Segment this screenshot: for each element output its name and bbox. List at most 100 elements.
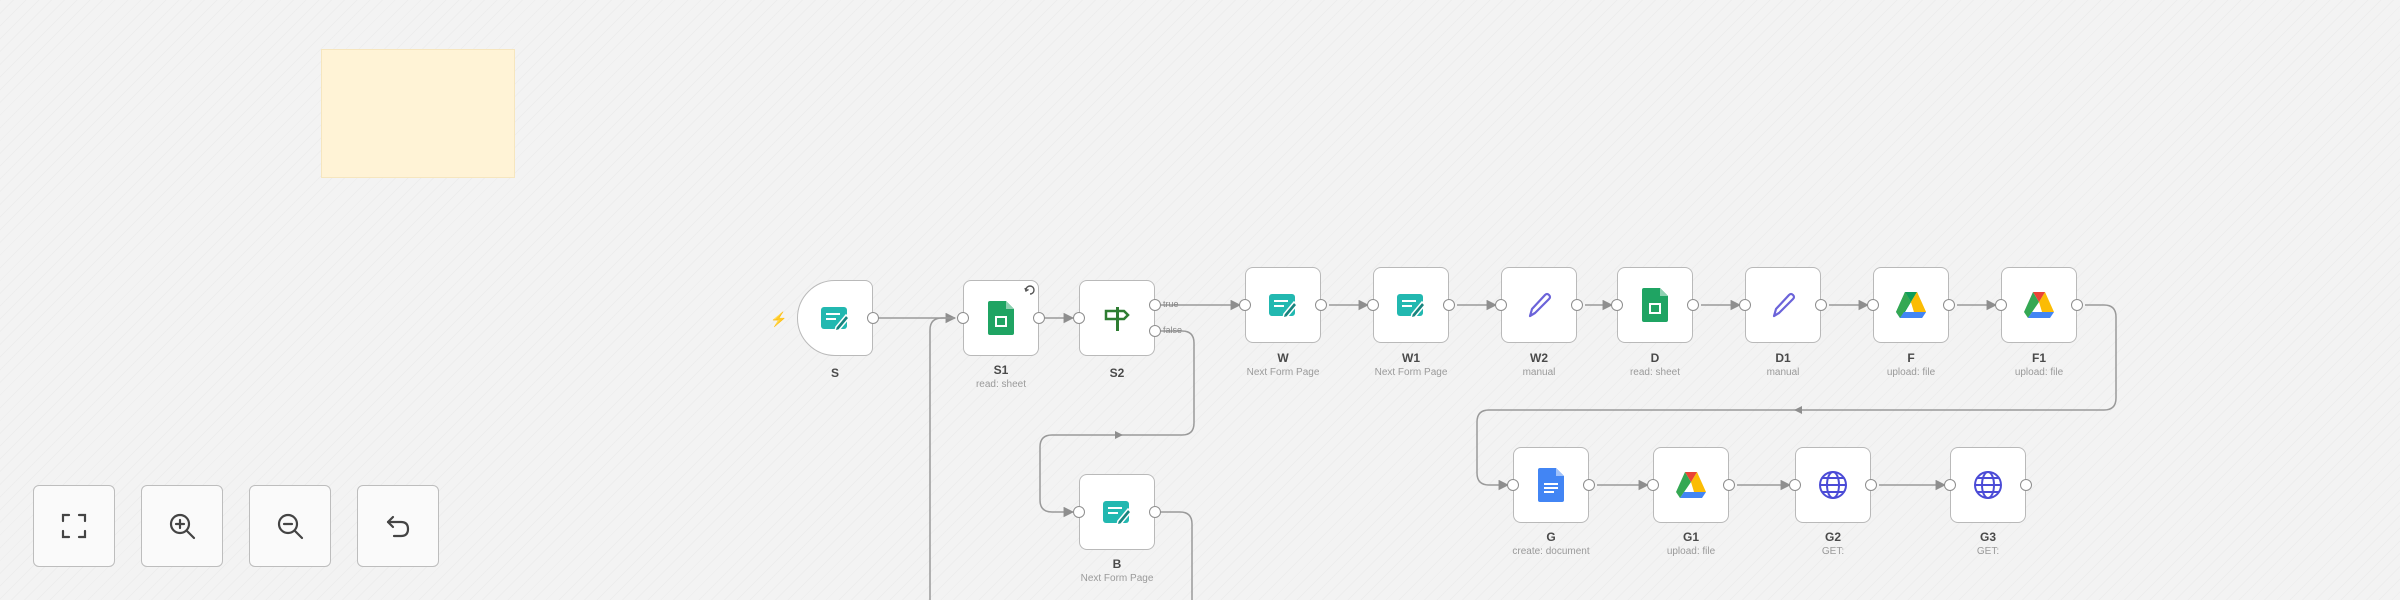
output-handle[interactable] <box>1687 299 1699 311</box>
input-handle[interactable] <box>1867 299 1879 311</box>
google-drive-icon <box>1891 285 1931 325</box>
input-handle[interactable] <box>1647 479 1659 491</box>
form-icon <box>1097 492 1137 532</box>
node-subtitle: upload: file <box>1666 546 1716 557</box>
input-handle[interactable] <box>1739 299 1751 311</box>
output-handle-true[interactable] <box>1149 299 1161 311</box>
node-g1[interactable] <box>1653 447 1729 523</box>
node-f1-label: F1 upload: file <box>1969 351 2109 379</box>
node-d1[interactable] <box>1745 267 1821 343</box>
branch-label-true: true <box>1163 299 1179 309</box>
node-name: W2 <box>1530 351 1548 365</box>
node-b-label: B Next Form Page <box>1047 557 1187 585</box>
globe-icon <box>1813 465 1853 505</box>
node-w1-label: W1 Next Form Page <box>1341 351 1481 379</box>
node-name: B <box>1112 557 1122 571</box>
node-d[interactable] <box>1617 267 1693 343</box>
output-handle[interactable] <box>867 312 879 324</box>
node-w[interactable] <box>1245 267 1321 343</box>
output-handle[interactable] <box>1865 479 1877 491</box>
node-f1[interactable] <box>2001 267 2077 343</box>
node-b[interactable] <box>1079 474 1155 550</box>
input-handle[interactable] <box>1995 299 2007 311</box>
output-handle[interactable] <box>2020 479 2032 491</box>
node-w2-label: W2 manual <box>1469 351 1609 379</box>
node-g3[interactable] <box>1950 447 2026 523</box>
output-handle[interactable] <box>1943 299 1955 311</box>
zoom-in-button[interactable] <box>141 485 223 567</box>
node-w2[interactable] <box>1501 267 1577 343</box>
output-handle[interactable] <box>1443 299 1455 311</box>
pencil-icon <box>1519 285 1559 325</box>
node-name: S1 <box>993 363 1009 377</box>
zoom-in-icon <box>169 513 196 540</box>
node-name: F <box>1907 351 1915 365</box>
node-g[interactable] <box>1513 447 1589 523</box>
node-subtitle: Next Form Page <box>1374 367 1448 378</box>
node-subtitle: read: sheet <box>975 379 1027 390</box>
input-handle[interactable] <box>1789 479 1801 491</box>
input-handle[interactable] <box>957 312 969 324</box>
node-w-label: W Next Form Page <box>1213 351 1353 379</box>
output-handle[interactable] <box>1315 299 1327 311</box>
node-f[interactable] <box>1873 267 1949 343</box>
node-g3-label: G3 GET: <box>1918 530 2058 558</box>
node-w1[interactable] <box>1373 267 1449 343</box>
form-icon <box>815 298 855 338</box>
zoom-out-icon <box>277 513 304 540</box>
node-name: D <box>1650 351 1660 365</box>
output-handle[interactable] <box>2071 299 2083 311</box>
node-name: G <box>1546 530 1556 544</box>
node-s1[interactable] <box>963 280 1039 356</box>
node-s2-label: S2 <box>1047 366 1187 380</box>
node-s[interactable] <box>797 280 873 356</box>
google-sheets-icon <box>981 298 1021 338</box>
google-drive-icon <box>2019 285 2059 325</box>
output-handle[interactable] <box>1723 479 1735 491</box>
node-name: W <box>1277 351 1289 365</box>
fit-view-button[interactable] <box>33 485 115 567</box>
node-f-label: F upload: file <box>1841 351 1981 379</box>
output-handle[interactable] <box>1033 312 1045 324</box>
node-subtitle: Next Form Page <box>1246 367 1320 378</box>
input-handle[interactable] <box>1495 299 1507 311</box>
google-sheets-icon <box>1635 285 1675 325</box>
zoom-out-button[interactable] <box>249 485 331 567</box>
output-handle[interactable] <box>1149 506 1161 518</box>
node-s2[interactable] <box>1079 280 1155 356</box>
input-handle[interactable] <box>1239 299 1251 311</box>
node-subtitle: manual <box>1766 367 1800 378</box>
output-handle[interactable] <box>1815 299 1827 311</box>
node-subtitle: GET: <box>1821 546 1845 557</box>
input-handle[interactable] <box>1367 299 1379 311</box>
undo-button[interactable] <box>357 485 439 567</box>
node-name: G2 <box>1824 530 1841 544</box>
output-handle[interactable] <box>1571 299 1583 311</box>
node-g-label: G create: document <box>1481 530 1621 558</box>
output-handle-false[interactable] <box>1149 325 1161 337</box>
node-g2-label: G2 GET: <box>1763 530 1903 558</box>
node-g2[interactable] <box>1795 447 1871 523</box>
node-d-label: D read: sheet <box>1585 351 1725 379</box>
node-d1-label: D1 manual <box>1713 351 1853 379</box>
sticky-note[interactable] <box>321 49 515 178</box>
node-subtitle: read: sheet <box>1629 367 1681 378</box>
node-name: F1 <box>2031 351 2046 365</box>
input-handle[interactable] <box>1507 479 1519 491</box>
input-handle[interactable] <box>1944 479 1956 491</box>
node-name: D1 <box>1775 351 1791 365</box>
node-name: G3 <box>1979 530 1996 544</box>
input-handle[interactable] <box>1073 312 1085 324</box>
undo-icon <box>386 515 410 538</box>
connection <box>929 317 955 600</box>
node-name: G1 <box>1682 530 1699 544</box>
node-s1-label: S1 read: sheet <box>931 363 1071 391</box>
input-handle[interactable] <box>1073 506 1085 518</box>
node-subtitle: upload: file <box>2014 367 2064 378</box>
output-handle[interactable] <box>1583 479 1595 491</box>
node-name: S2 <box>1109 366 1125 380</box>
node-subtitle: upload: file <box>1886 367 1936 378</box>
input-handle[interactable] <box>1611 299 1623 311</box>
